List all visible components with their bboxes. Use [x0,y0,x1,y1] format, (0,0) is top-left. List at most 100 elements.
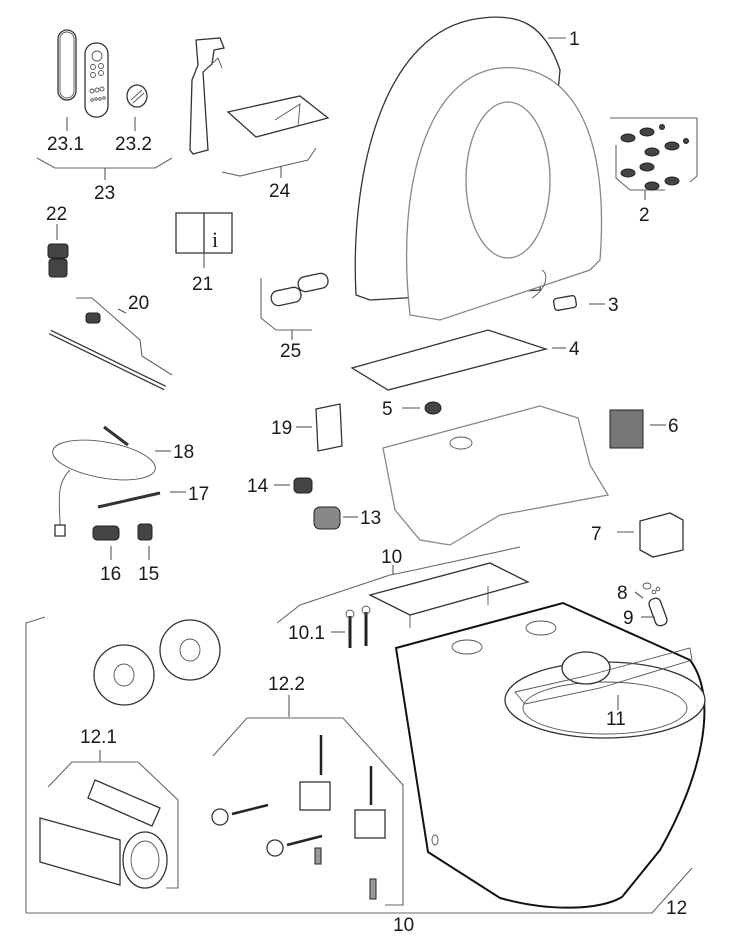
spray-bottle-shape [189,37,225,155]
part-6-filter [609,409,666,449]
label-9: 9 [623,608,634,629]
sleeve-shape [313,506,341,530]
tape-roll-core [113,663,135,687]
remote-button [91,50,103,62]
cloth-shape [226,95,330,138]
part-18-long-hose [52,425,171,537]
drain-pipe-opening [130,840,160,880]
spray-arm-dome [561,651,611,685]
buffer [639,127,655,137]
buffer [664,176,680,186]
remote-button [98,97,102,101]
o-ring [651,589,657,595]
cloth-fold [274,103,301,127]
bracket-24 [221,147,317,177]
fixing-bracket [354,809,386,839]
part-7-block [617,512,684,558]
bracket-plate-shape [315,403,343,452]
short-hose-shape [97,491,161,509]
part-2-buffer-set [610,117,698,200]
label-17: 17 [188,484,209,505]
label-11: 11 [606,709,626,730]
bowl-inner [522,681,688,735]
part-12-2-fixing-set [211,695,404,906]
label-1: 1 [569,29,580,50]
bracket-23 [36,157,173,169]
seat-opening [465,101,551,259]
label-3: 3 [608,295,619,316]
remote-button [99,86,105,92]
part-20-supply-hose [48,297,173,391]
manual-book-icon [175,212,233,254]
bracket-10 [276,546,521,624]
valve-shape [85,312,101,324]
label-22: 22 [46,204,67,225]
o-ring [655,586,661,592]
label-23-1: 23.1 [47,134,84,155]
remote-button [90,64,96,70]
label-15: 15 [138,564,159,585]
part-17-short-hose [97,491,186,509]
bowl-side-hole [431,834,439,846]
tape-roll [93,644,155,706]
label-14: 14 [247,476,269,497]
buffer [644,181,660,191]
label-12: 12 [666,898,687,919]
buffer [620,133,636,143]
label-10-1: 10.1 [288,623,325,644]
cap-shape [293,477,313,494]
remote-button [90,72,96,78]
bowl-hole [451,639,483,655]
knob-shape [424,401,442,415]
cover-cap [211,808,229,826]
label-10: 10 [381,547,402,568]
bowl-hole [525,620,557,636]
bracket-25 [260,278,312,331]
remote-button [98,63,104,69]
t-piece-shape [92,525,120,541]
part-24-cleaning-set [189,37,330,178]
bracket-2-top [610,117,698,183]
label-23-2: 23.2 [115,134,152,155]
drain-pipe-end [122,831,168,889]
fixing-bracket [299,781,331,811]
seat-foot-shape [270,286,302,307]
part-12-1-drain-connector [39,750,179,889]
part-8-o-rings [634,582,661,599]
hinge-bolt-head [345,609,355,619]
remote-control-shape [84,42,109,118]
part-10-mounting-plate [276,546,530,628]
adapter-shape [137,523,153,541]
label-25: 25 [280,341,301,362]
filter-shape [609,409,644,449]
bracket-2-bottom [615,145,665,191]
main-unit-housing [382,405,610,546]
wall-holder-hatch [130,89,145,104]
part-25-seat-feet [260,272,329,340]
cover-plate-shape [350,329,549,391]
remote-frame-shape [57,29,77,101]
leader-20 [117,308,127,314]
cover-cap [266,839,284,857]
part-15-adapter [137,523,153,560]
bowl-shape [394,601,706,909]
tape-roll-core [179,638,201,662]
label-19: 19 [271,418,292,439]
bolt [286,834,323,847]
manual-info-glyph: i [212,227,218,252]
leader-8 [634,591,644,599]
buffer [639,162,655,172]
connector-shape [552,295,578,311]
spray-arm-shape [514,647,693,705]
buffer-small [683,138,689,144]
bracket-12-2 [212,717,404,906]
tape-roll [159,619,221,681]
long-hose-end [103,425,129,447]
buffer-small [659,124,665,130]
label-24: 24 [269,181,291,202]
block-shape [639,512,684,558]
label-2: 2 [639,205,650,226]
remote-button [94,97,98,101]
wall-holder-shape [126,84,148,108]
part-4-cover-plate [350,329,566,391]
